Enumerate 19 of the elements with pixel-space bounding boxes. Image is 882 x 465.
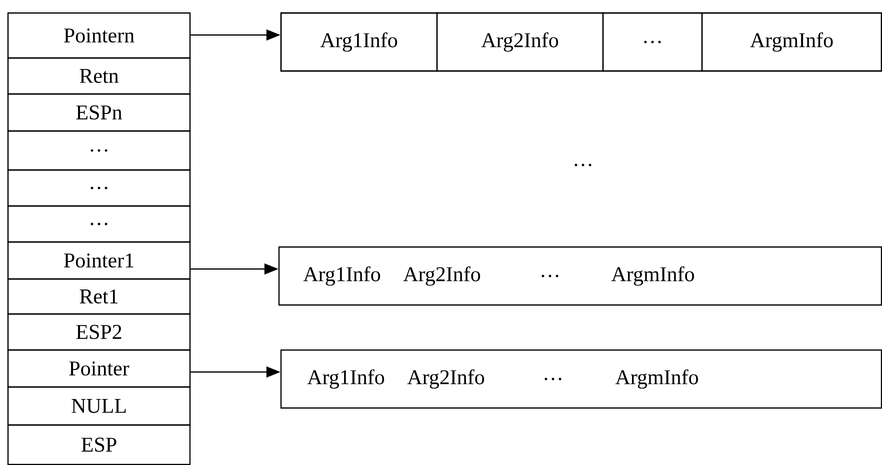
stack-cell: … <box>7 130 191 171</box>
record-cell: … <box>602 12 703 72</box>
stack-cell: … <box>7 205 191 243</box>
record-box: Arg1Info Arg2Info … ArgmInfo <box>278 246 882 306</box>
stack-cell: … <box>7 169 191 207</box>
stack-cell: Retn <box>7 57 191 95</box>
record-cell: ArgmInfo <box>701 12 882 72</box>
stack-cell: Ret1 <box>7 278 191 315</box>
stack-cell: ESP <box>7 424 191 465</box>
record-cell: Arg2Info <box>436 12 604 72</box>
stack-cell: NULL <box>7 386 191 426</box>
ellipsis-label: … <box>574 164 592 166</box>
record-box: Arg1Info Arg2Info … ArgmInfo <box>280 349 882 409</box>
stack-cell: ESP2 <box>7 313 191 351</box>
stack-cell: Pointer1 <box>7 241 191 280</box>
stack-cell: ESPn <box>7 93 191 132</box>
record-cell: Arg1Info <box>280 12 438 72</box>
stack-cell: Pointern <box>7 12 191 59</box>
stack-cell: Pointer <box>7 349 191 388</box>
